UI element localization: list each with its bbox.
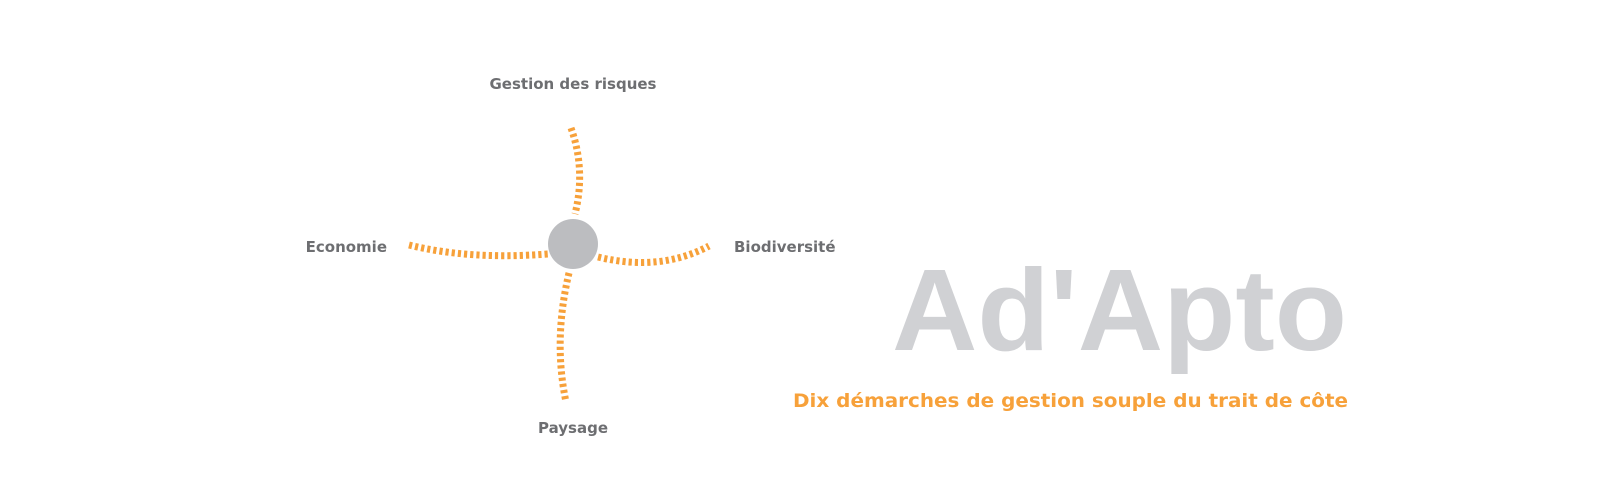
arm-top — [567, 126, 584, 215]
arm-right — [597, 242, 711, 266]
label-biodiversite: Biodiversité — [734, 238, 836, 256]
brand-subtitle: Dix démarches de gestion souple du trait… — [793, 390, 1348, 412]
brand-title: Ad'Apto — [892, 245, 1347, 375]
label-economie: Economie — [306, 238, 387, 256]
hub-circle — [548, 219, 598, 269]
label-gestion-des-risques: Gestion des risques — [490, 75, 657, 93]
arm-bottom — [556, 272, 573, 403]
arm-left — [408, 241, 549, 260]
axes-diagram: Gestion des risques Economie Biodiversit… — [306, 75, 836, 437]
label-paysage: Paysage — [538, 419, 608, 437]
